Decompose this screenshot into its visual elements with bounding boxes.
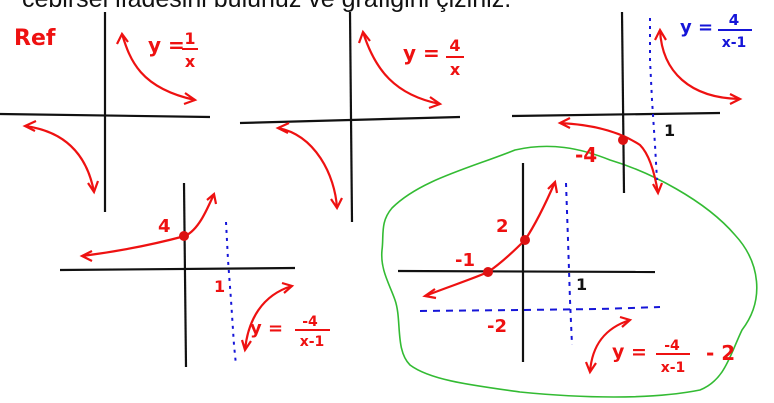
g5-p2-label: -1 — [455, 250, 475, 271]
highlight-outline — [380, 145, 758, 398]
g5-asym-label: 1 — [576, 275, 587, 294]
g2-curve-right-arrow1 — [357, 29, 371, 44]
g3-curve-right-arrow1 — [654, 27, 667, 41]
graph-4 — [59, 182, 296, 368]
g5-eq-num: -4 — [664, 338, 680, 354]
ref-label: Ref — [14, 26, 56, 51]
g5-curve-lower — [588, 318, 631, 373]
g5-point-x-intercept — [483, 267, 493, 277]
g1-curve-right — [120, 33, 196, 102]
g3-curve-right — [658, 29, 741, 101]
g2-eq-num: 4 — [449, 36, 460, 55]
g5-eq-prefix: y = — [612, 341, 647, 363]
g2-eq-den: x — [450, 60, 461, 79]
g5-eq-tail: - 2 — [706, 341, 735, 365]
g4-curve-upper-arrow1 — [79, 250, 93, 262]
g5-p1-label: 2 — [496, 216, 509, 237]
g1-curve-left-arrow2 — [87, 180, 100, 195]
graph-5 — [397, 163, 661, 375]
g1-curve-right-arrow1 — [116, 31, 129, 45]
g2-curve-left-arrow2 — [330, 197, 343, 211]
g3-eq-prefix: y = — [680, 17, 713, 38]
g1-curve-left — [24, 124, 96, 193]
g3-eq-den: x-1 — [722, 35, 747, 51]
g5-v-asymptote — [565, 182, 573, 346]
g4-asym-label: 1 — [214, 277, 225, 296]
g3-asym-label: 1 — [664, 121, 675, 140]
g5-curve-lower-arrow1 — [584, 361, 597, 375]
graph-1 — [0, 12, 211, 212]
g3-x-axis — [511, 111, 721, 118]
g3-curve-left-arrow2 — [652, 182, 664, 196]
g5-curve-upper-arrow2 — [547, 179, 559, 194]
g4-curve-upper — [81, 193, 216, 258]
g2-curve-left-arrow1 — [275, 121, 290, 134]
g3-asymptote — [649, 18, 658, 181]
g5-x-axis — [397, 269, 656, 274]
g2-x-axis — [239, 115, 461, 125]
labels: Ref y = 1 x y = 4 x y = 4 x-1 -4 1 4 1 y… — [14, 11, 752, 376]
g4-curve-lower — [243, 284, 293, 351]
g3-intercept-point — [618, 135, 628, 145]
g1-curve-right-arrow2 — [183, 92, 198, 106]
g2-y-axis — [348, 11, 354, 223]
g3-curve-right-arrow2 — [729, 93, 743, 105]
g4-curve-lower-arrow2 — [281, 281, 295, 294]
header-text: cebirsel ifadesini bulunuz ve grafiğini … — [22, 0, 511, 14]
g3-eq-num: 4 — [729, 11, 739, 29]
g4-asymptote — [225, 221, 237, 366]
g5-h-label: -2 — [487, 316, 507, 337]
g4-x-axis — [59, 266, 296, 272]
g4-eq-num: -4 — [302, 314, 318, 330]
g5-curve-upper — [424, 181, 557, 298]
g1-eq-den: x — [185, 52, 196, 71]
g4-eq-prefix: y = — [250, 318, 283, 339]
g4-curve-upper-arrow2 — [206, 191, 218, 205]
g2-curve-right-arrow2 — [428, 96, 443, 110]
g2-curve-left — [277, 126, 339, 209]
g4-point-label: 4 — [158, 216, 171, 237]
g3-curve-left — [559, 121, 660, 194]
g5-point-y-intercept — [520, 235, 530, 245]
g2-curve-right — [361, 31, 441, 106]
g4-curve-lower-arrow1 — [240, 339, 252, 353]
g1-eq-num: 1 — [184, 29, 195, 48]
g4-y-axis — [182, 182, 188, 368]
g5-curve-upper-arrow1 — [422, 288, 437, 300]
graph-2 — [239, 11, 461, 223]
g4-eq-den: x-1 — [300, 334, 325, 350]
g5-eq-den: x-1 — [661, 360, 686, 376]
g5-h-asymptote — [419, 306, 661, 312]
g5-curve-lower-arrow2 — [619, 315, 633, 328]
g1-eq-prefix: y = — [148, 33, 185, 57]
g1-x-axis — [0, 112, 211, 119]
g3-y-axis — [620, 11, 626, 194]
g2-eq-prefix: y = — [403, 41, 440, 65]
g1-curve-left-arrow1 — [22, 119, 37, 132]
graph-3 — [511, 11, 743, 196]
g3-curve-left-arrow1 — [557, 117, 571, 129]
g3-point-label: -4 — [575, 143, 597, 167]
g4-intercept-point — [179, 231, 189, 241]
